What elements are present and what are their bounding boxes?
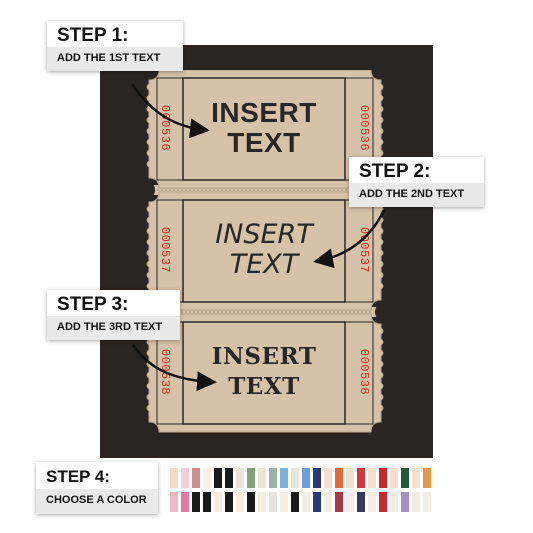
color-swatch[interactable] [390,492,398,512]
color-swatch[interactable] [412,468,420,488]
color-swatch[interactable] [214,492,222,512]
color-swatch[interactable] [368,492,376,512]
step-2-subtitle: ADD THE 2ND TEXT [359,188,465,200]
color-swatch[interactable] [236,492,244,512]
step-1-subtitle: ADD THE 1ST TEXT [57,52,161,64]
ticket-1-serial-left: 000536 [158,104,172,152]
color-swatch[interactable] [236,468,244,488]
color-swatch[interactable] [401,492,409,512]
color-swatch[interactable] [335,468,343,488]
ticket-2-line2: TEXT [229,249,299,280]
ticket-3-line2: TEXT [228,373,300,400]
color-swatch[interactable] [291,492,299,512]
ticket-2-serial-right: 000537 [357,226,371,274]
color-swatch[interactable] [401,468,409,488]
ticket-3-text[interactable]: INSERT TEXT [183,324,345,420]
step-1-callout: STEP 1: ADD THE 1ST TEXT [47,21,183,71]
color-swatch[interactable] [368,468,376,488]
color-swatch[interactable] [258,492,266,512]
color-swatch[interactable] [412,492,420,512]
ticket-1-line1: INSERT [211,97,317,128]
color-swatch[interactable] [258,468,266,488]
ticket-1-line2: TEXT [227,127,301,158]
ticket-2-line1: INSERT [215,219,313,250]
step-2-title: STEP 2: [359,161,431,182]
color-swatch[interactable] [269,468,277,488]
color-swatch[interactable] [170,492,178,512]
ticket-2-text[interactable]: INSERT TEXT [183,202,345,298]
ticket-3-line1: INSERT [211,343,317,370]
color-swatch[interactable] [291,468,299,488]
color-swatch[interactable] [357,492,365,512]
color-swatch[interactable] [302,468,310,488]
color-swatch[interactable] [170,468,178,488]
color-swatch[interactable] [181,468,189,488]
step-3-subtitle: ADD THE 3RD TEXT [57,321,163,333]
color-swatch[interactable] [346,468,354,488]
color-swatch[interactable] [423,468,431,488]
ticket-3-serial-right: 000538 [357,348,371,396]
color-swatch[interactable] [280,492,288,512]
color-swatch[interactable] [379,492,387,512]
ticket-1[interactable]: INSERT TEXT 000536 000536 [145,70,385,188]
step-4-callout: STEP 4: CHOOSE A COLOR [36,462,158,514]
color-swatch[interactable] [346,492,354,512]
ticket-3-serial-left: 000538 [158,348,172,396]
color-swatch[interactable] [214,468,222,488]
color-swatch[interactable] [423,492,431,512]
step-2-callout: STEP 2: ADD THE 2ND TEXT [349,157,484,207]
step-3-callout: STEP 3: ADD THE 3RD TEXT [47,290,180,340]
color-swatch[interactable] [313,492,321,512]
color-swatch[interactable] [192,468,200,488]
color-swatch[interactable] [203,492,211,512]
color-swatch[interactable] [379,468,387,488]
color-swatch[interactable] [335,492,343,512]
color-swatch[interactable] [324,492,332,512]
color-swatch[interactable] [390,468,398,488]
step-3-title: STEP 3: [57,294,129,315]
color-swatch-grid [170,468,434,516]
color-swatch[interactable] [269,492,277,512]
color-swatch[interactable] [280,468,288,488]
color-swatch[interactable] [225,492,233,512]
color-swatch[interactable] [247,492,255,512]
ticket-3[interactable]: INSERT TEXT 000538 000538 [145,314,385,432]
color-swatch[interactable] [324,468,332,488]
color-swatch[interactable] [357,468,365,488]
color-swatch[interactable] [225,468,233,488]
ticket-1-serial-right: 000536 [357,104,371,152]
ticket-2-serial-left: 000537 [158,226,172,274]
color-swatch[interactable] [203,468,211,488]
color-swatch[interactable] [302,492,310,512]
ticket-2[interactable]: INSERT TEXT 000537 000537 [145,192,385,310]
ticket-1-text[interactable]: INSERT TEXT [183,80,345,176]
step-4-subtitle: CHOOSE A COLOR [46,494,147,506]
color-swatch[interactable] [313,468,321,488]
color-swatch[interactable] [181,492,189,512]
color-swatch[interactable] [247,468,255,488]
ticket-strip: INSERT TEXT 000536 000536 INSERT TEXT 00… [145,70,385,438]
step-1-title: STEP 1: [57,25,129,46]
color-swatch[interactable] [192,492,200,512]
step-4-title: STEP 4: [46,467,110,486]
